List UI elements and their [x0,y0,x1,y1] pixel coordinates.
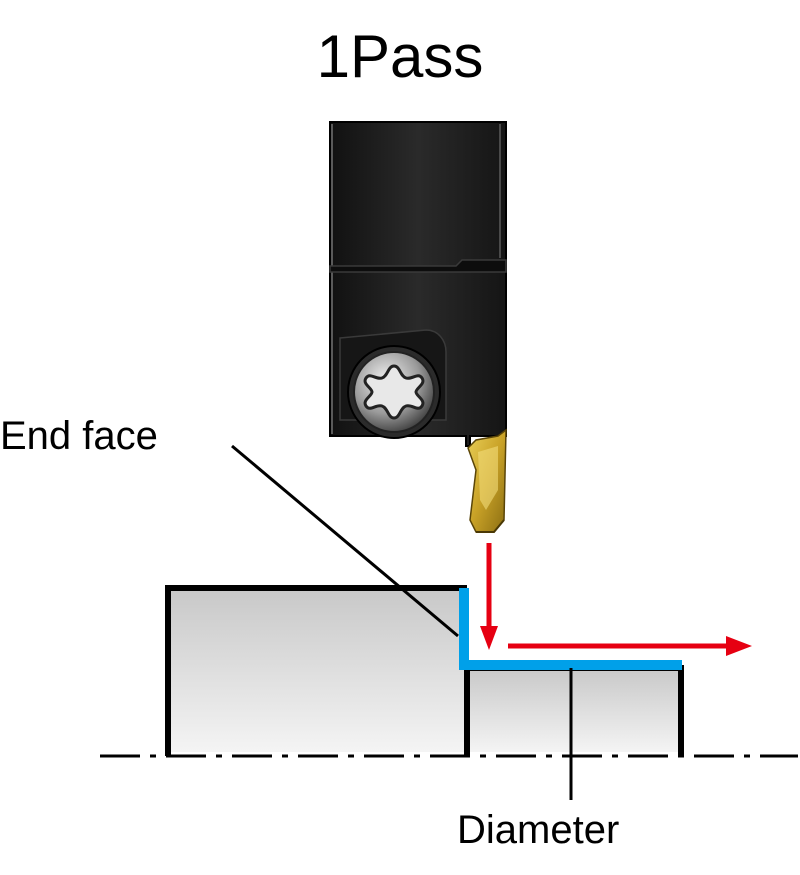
cutting-insert [467,428,507,533]
machined-path-highlight [459,588,682,670]
end-face-leader [231,444,459,638]
insert-facet [478,446,498,510]
diameter-label: Diameter [457,808,620,852]
torx-screw-icon [347,345,441,439]
insert-cutting-edge [476,519,505,533]
tool-path-arrows [480,543,752,656]
feed-arrow-head [726,636,752,656]
workpiece-outline-left [165,585,467,756]
holder-clamp-line [329,259,507,273]
end-face-label: End face [0,414,158,458]
diagram-title: 1Pass [316,23,484,90]
workpiece [165,585,684,756]
plunge-arrow-head [480,626,498,650]
workpiece-small-section [467,668,681,752]
workpiece-large-section [168,588,467,752]
